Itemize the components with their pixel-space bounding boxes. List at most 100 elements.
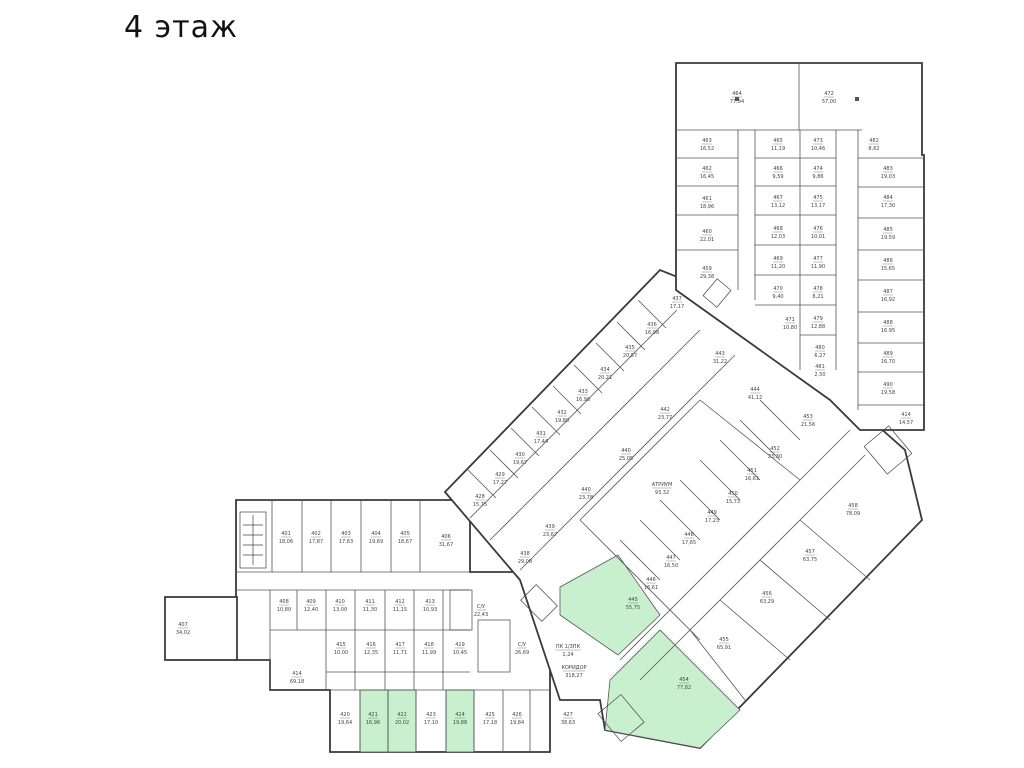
room-label-su2[interactable]: С/У26,69 <box>515 642 529 656</box>
room-421-fill[interactable] <box>359 689 389 753</box>
room-445-fill[interactable] <box>559 554 661 656</box>
room-label-su1[interactable]: С/У22,43 <box>474 604 488 618</box>
room-454-fill[interactable] <box>604 629 741 749</box>
room-424-fill[interactable] <box>445 689 475 753</box>
